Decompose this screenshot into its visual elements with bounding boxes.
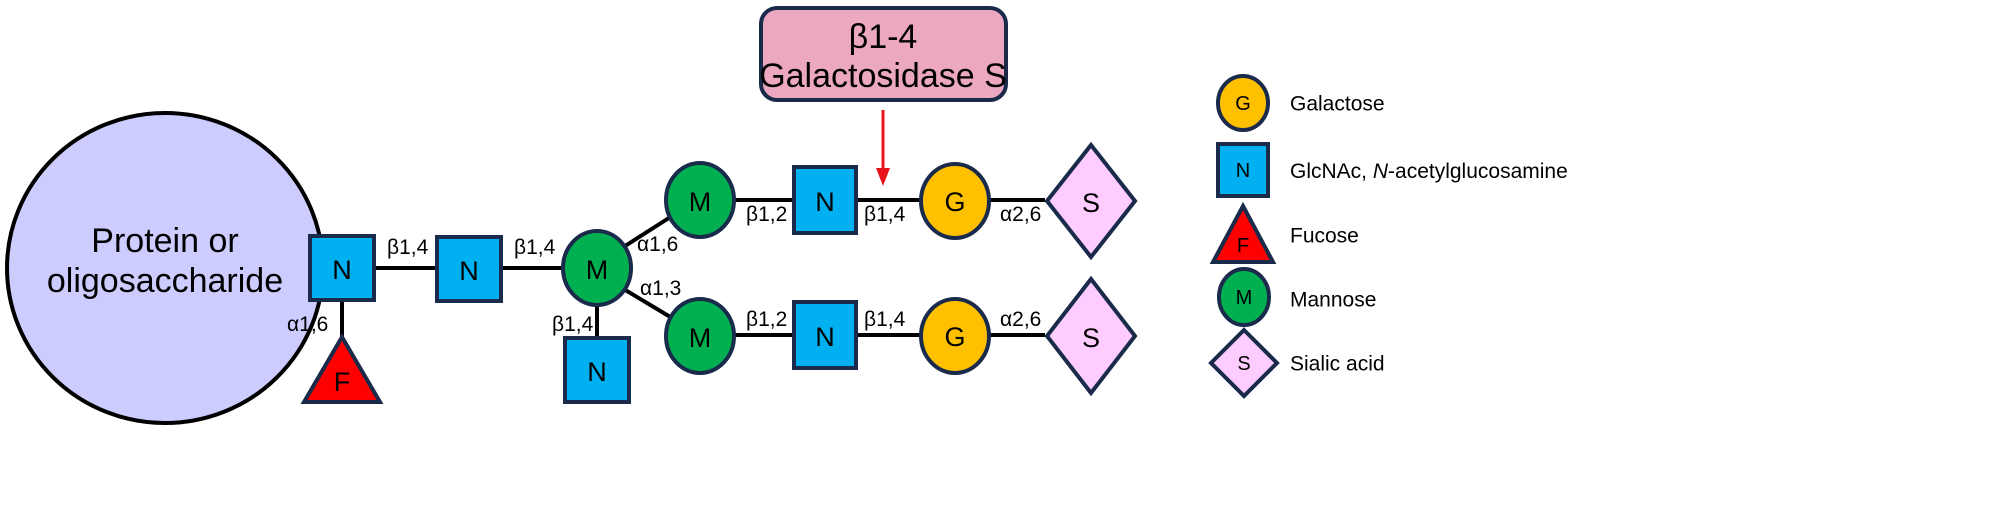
sialic-diamond (1044, 141, 1138, 261)
mannose-symbol: M (689, 323, 712, 353)
glcnac-symbol: N (587, 357, 607, 387)
glcnac-symbol: N (815, 187, 835, 217)
glcnac-icon (1216, 142, 1270, 198)
mannose-icon (1217, 267, 1271, 327)
legend-symbol: S (1237, 353, 1250, 375)
legend-symbol: G (1235, 93, 1251, 115)
enzyme-callout: β1-4 Galactosidase S (759, 6, 1008, 186)
linkage-label: α1,6 (287, 313, 328, 336)
linkage-label: β1,4 (514, 236, 556, 259)
cleavage-arrow-head-icon (876, 168, 890, 186)
fucose-triangle (300, 333, 384, 404)
glcnac-2: N (435, 235, 503, 303)
legend-item-glcnac: N GlcNAc, N-acetylglucosamine (1216, 142, 1568, 198)
linkage-label: α1,6 (637, 233, 678, 256)
legend-item-fucose: F Fucose (1209, 201, 1359, 264)
legend: G Galactose N GlcNAc, N-acetylglucosamin… (1208, 74, 1568, 399)
linkage-label: β1,4 (864, 203, 906, 226)
legend-label: Fucose (1290, 225, 1359, 248)
legend-item-mannose: M Mannose (1217, 267, 1376, 327)
legend-label: Sialic acid (1290, 353, 1385, 376)
bond-m1-mup (620, 214, 674, 250)
glcnac-symbol: N (815, 322, 835, 352)
mannose-symbol: M (586, 255, 609, 285)
upper-branch: M N G S (664, 141, 1138, 261)
glcnac-square (435, 235, 503, 303)
mannose-core: M (561, 229, 633, 307)
legend-symbol: N (1236, 160, 1250, 182)
linkage-label: α2,6 (1000, 203, 1041, 226)
glcnac-square (792, 165, 858, 235)
legend-label: Galactose (1290, 93, 1385, 116)
enzyme-label-line1: β1-4 (849, 18, 918, 56)
sialic-diamond (1044, 275, 1138, 397)
legend-item-sialic-acid: S Sialic acid (1208, 327, 1385, 399)
linkage-labels: β1,4 β1,4 α1,6 α1,6 α1,3 β1,4 β1,2 β1,4 … (287, 203, 1041, 336)
glcnac-square (308, 234, 376, 302)
bond-m1-mlow (620, 286, 674, 320)
legend-symbol: M (1236, 287, 1253, 309)
sialic-acid-icon (1208, 327, 1280, 399)
protein-label-line2: oligosaccharide (47, 262, 283, 300)
glcnac-square (792, 300, 858, 370)
glycosidic-bonds (312, 198, 1045, 340)
fucose-icon (1209, 201, 1277, 264)
glcnac-bisecting: N (563, 336, 631, 404)
galactose-symbol: G (944, 322, 965, 352)
legend-item-galactose: G Galactose (1216, 74, 1385, 132)
linkage-label: β1,2 (746, 203, 787, 226)
fucose-symbol: F (334, 367, 351, 397)
legend-label: GlcNAc, N-acetylglucosamine (1290, 160, 1568, 183)
glcnac-symbol: N (459, 256, 479, 286)
linkage-label: β1,2 (746, 308, 787, 331)
protein-label-line1: Protein or (91, 222, 238, 260)
legend-label: Mannose (1290, 289, 1376, 312)
glcnac-1: N (308, 234, 376, 302)
mannose-circle (561, 229, 633, 307)
linkage-label: α1,3 (640, 277, 681, 300)
linkage-label: β1,4 (387, 236, 429, 259)
galactose-icon (1216, 74, 1270, 132)
glcnac-symbol: N (332, 255, 352, 285)
mannose-symbol: M (689, 187, 712, 217)
sialic-symbol: S (1082, 188, 1100, 218)
lower-branch: M N G S (664, 275, 1138, 397)
legend-symbol: F (1237, 235, 1249, 257)
enzyme-label-line2: Galactosidase S (759, 57, 1007, 95)
sialic-symbol: S (1082, 323, 1100, 353)
linkage-label: α2,6 (1000, 308, 1041, 331)
mannose-circle (664, 161, 736, 239)
protein-or-oligosaccharide: Protein or oligosaccharide (5, 111, 325, 425)
enzyme-box (759, 6, 1008, 102)
galactose-symbol: G (944, 187, 965, 217)
mannose-circle (664, 297, 736, 375)
galactose-circle (919, 162, 991, 240)
linkage-label: β1,4 (864, 308, 906, 331)
glcnac-square (563, 336, 631, 404)
galactose-circle (919, 297, 991, 375)
fucose-node: F (300, 333, 384, 404)
linkage-label: β1,4 (552, 313, 594, 336)
